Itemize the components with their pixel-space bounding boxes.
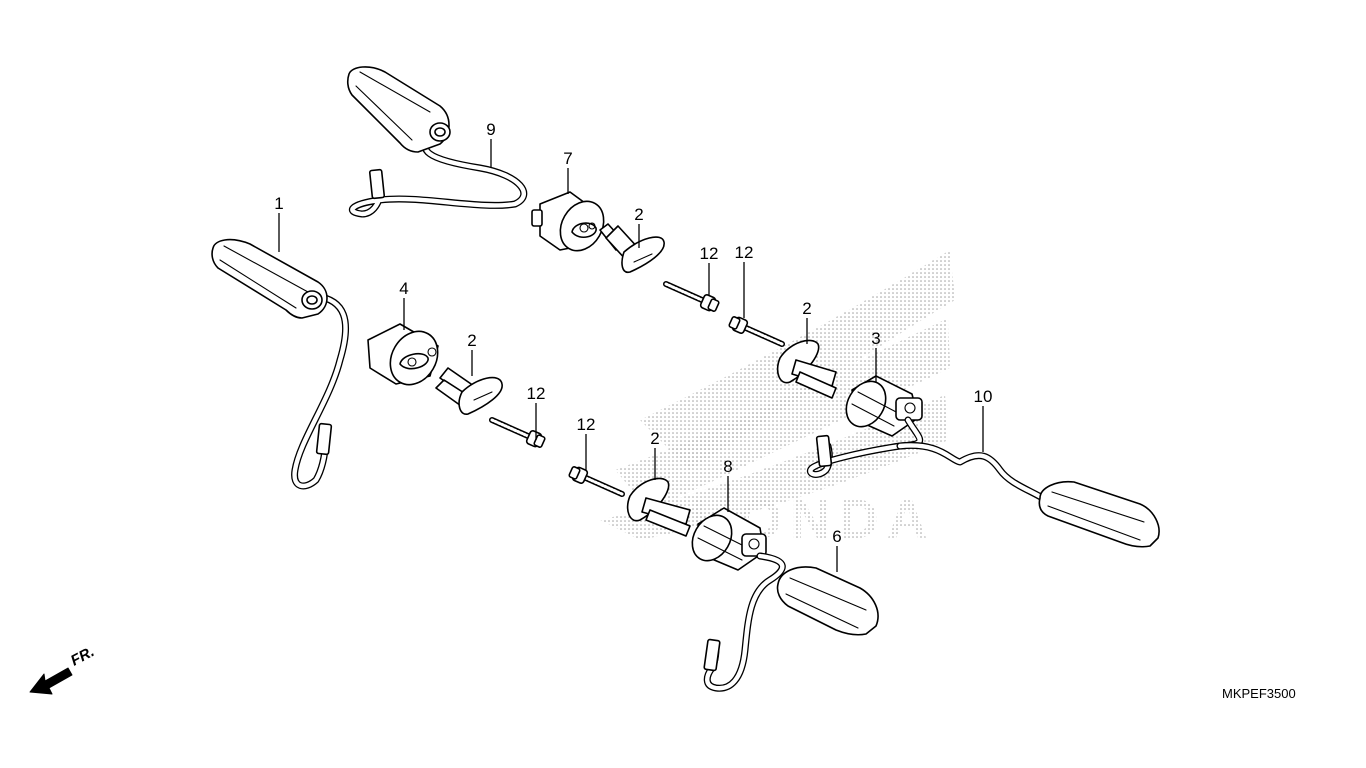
part-2-bracket-c (435, 367, 503, 415)
part-12-bolt-b (728, 315, 785, 351)
callout-2c: 2 (467, 331, 476, 350)
part-2-bracket-b (776, 339, 837, 399)
callout-12b: 12 (735, 243, 754, 262)
callout-12a: 12 (700, 244, 719, 263)
part-12-bolt-c (489, 414, 546, 450)
callout-2b: 2 (802, 299, 811, 318)
part-10-turn-signal (807, 416, 1160, 548)
part-2-bracket-d (626, 477, 691, 537)
part-1-turn-signal (211, 238, 350, 490)
part-7-grommet (531, 191, 605, 252)
callout-4: 4 (399, 279, 408, 298)
part-3-socket (845, 375, 923, 437)
callout-7: 7 (563, 149, 572, 168)
callout-8: 8 (723, 457, 732, 476)
callout-labels: 1 9 7 2 12 12 2 3 4 2 12 12 2 8 10 6 (274, 120, 992, 546)
diagram-code: MKPEF3500 (1222, 686, 1296, 701)
callout-12d: 12 (577, 415, 596, 434)
callout-6: 6 (832, 527, 841, 546)
part-9-turn-signal (346, 66, 528, 218)
callout-9: 9 (486, 120, 495, 139)
callout-10: 10 (974, 387, 993, 406)
callout-12c: 12 (527, 384, 546, 403)
callout-2a: 2 (634, 205, 643, 224)
part-12-bolt-a (663, 278, 720, 314)
leader-lines (278, 139, 984, 572)
callout-2d: 2 (650, 429, 659, 448)
part-6-turn-signal (703, 552, 879, 692)
callout-3: 3 (871, 329, 880, 348)
part-8-socket (691, 507, 767, 571)
front-indicator-label: FR. (68, 643, 97, 669)
front-direction-arrow: FR. (29, 643, 97, 695)
part-4-grommet (367, 323, 439, 386)
callout-1: 1 (274, 194, 283, 213)
part-2-bracket-a (599, 223, 665, 274)
front-arrow-icon (29, 667, 73, 695)
